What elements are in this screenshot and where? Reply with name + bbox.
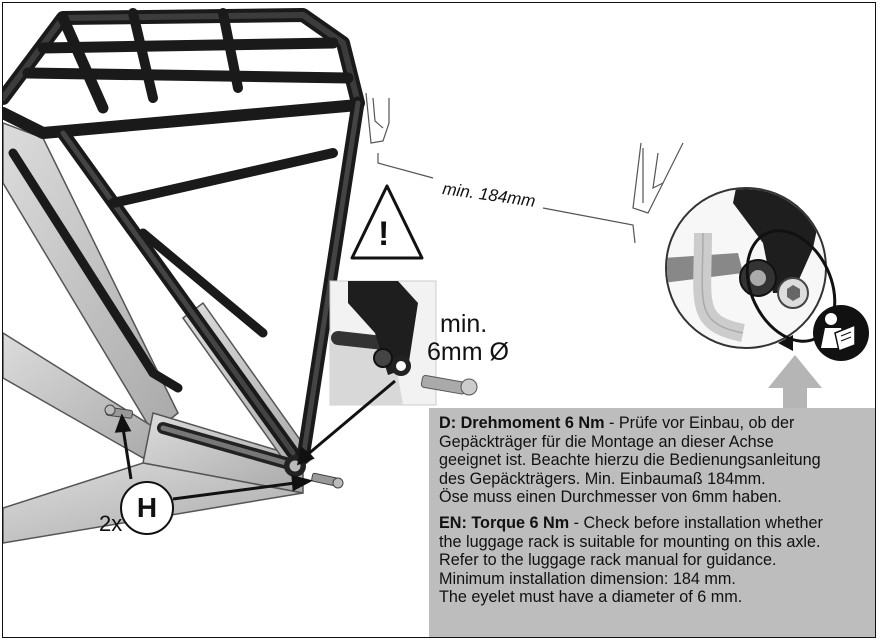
de-line-1: Gepäckträger für die Montage an dieser A… [439, 432, 774, 451]
german-instructions: D: Drehmoment 6 Nm - Prüfe vor Einbau, o… [439, 414, 873, 507]
de-line-2: geeignet ist. Beachte hierzu die Bedienu… [439, 451, 821, 470]
de-line-0: - Prüfe vor Einbau, ob der [604, 414, 795, 432]
bolt-right [311, 472, 344, 489]
diameter-label: 6mm Ø [427, 338, 509, 366]
min-label: min. [440, 310, 488, 338]
en-heading: EN: Torque 6 Nm [439, 513, 570, 532]
de-line-3: des Gepäckträgers. Min. Einbaumaß 184mm. [439, 469, 766, 488]
dimension-drawing [365, 92, 684, 244]
bolt-left [104, 404, 133, 419]
luggage-rack [3, 8, 365, 465]
part-count-label: 2x [99, 511, 123, 536]
read-manual-icon [813, 305, 869, 361]
instruction-box: D: Drehmoment 6 Nm - Prüfe vor Einbau, o… [429, 408, 875, 637]
en-line-4: The eyelet must have a diameter of 6 mm. [439, 588, 743, 607]
axle-closeup [665, 187, 837, 351]
warning-symbol: ! [378, 215, 390, 253]
part-letter-badge: H [120, 481, 174, 535]
de-heading: D: Drehmoment 6 Nm [439, 414, 605, 432]
english-instructions: EN: Torque 6 Nm - Check before installat… [439, 514, 873, 607]
warning-triangle-icon [350, 184, 424, 260]
en-line-0: - Check before installation whether [569, 513, 823, 532]
axle-rod [157, 422, 299, 471]
detail-arrow [296, 379, 396, 466]
en-line-1: the luggage rack is suitable for mountin… [439, 532, 821, 551]
h-arrows [114, 413, 314, 501]
en-line-2: Refer to the luggage rack manual for gui… [439, 551, 777, 570]
en-line-3: Minimum installation dimension: 184 mm. [439, 569, 736, 588]
arrow-up-icon [768, 355, 822, 408]
de-line-4: Öse muss einen Durchmesser von 6mm haben… [439, 488, 782, 507]
